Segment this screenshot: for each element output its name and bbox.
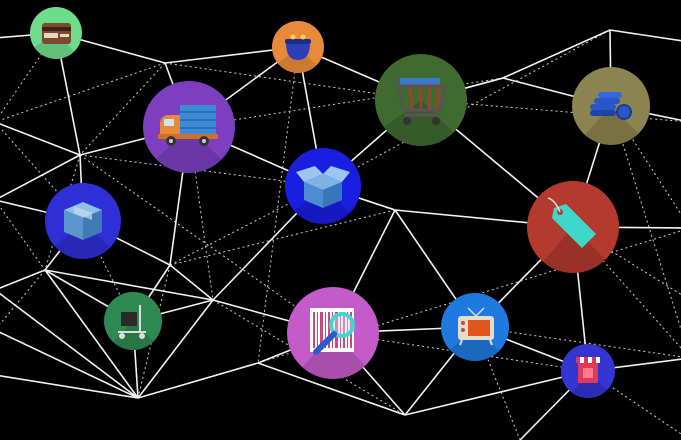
dotted-link: [82, 220, 134, 322]
open-box-icon: [290, 166, 361, 224]
dotted-link: [0, 206, 46, 271]
wallet-icon: [30, 23, 82, 59]
solid-link: [0, 154, 81, 199]
solid-link: [44, 269, 139, 399]
coins-node: [572, 67, 650, 145]
dotted-link: [0, 62, 166, 121]
dotted-link: [610, 105, 681, 331]
solid-link: [0, 123, 81, 156]
solid-link: [404, 370, 589, 416]
package-box-icon: [50, 202, 121, 259]
solid-link: [44, 269, 214, 301]
solid-link: [0, 292, 139, 399]
dotted-link: [188, 126, 214, 301]
solid-link: [137, 299, 214, 399]
shopping-cart-node: [375, 54, 467, 146]
barcode-search-node: [287, 287, 379, 379]
dotted-link: [0, 126, 84, 222]
storefront-node: [561, 344, 615, 398]
solid-link: [257, 362, 406, 416]
wallet-node: [30, 7, 82, 59]
dotted-link: [572, 226, 681, 349]
open-box-node: [285, 148, 361, 224]
solid-link: [0, 269, 46, 289]
price-tag-node: [527, 181, 619, 273]
solid-link: [0, 374, 139, 399]
solid-link: [137, 362, 259, 399]
hand-trolley-icon: [110, 305, 162, 350]
coin-purse-node: [272, 21, 324, 73]
dotted-link: [79, 154, 334, 334]
television-icon: [450, 307, 509, 361]
dotted-link: [79, 62, 166, 156]
solid-link: [0, 331, 139, 399]
dotted-link: [0, 269, 46, 325]
television-node: [441, 293, 509, 361]
coins-icon: [580, 92, 650, 145]
solid-link: [169, 264, 214, 301]
delivery-truck-node: [143, 81, 235, 173]
dotted-link: [257, 46, 299, 364]
dotted-link: [610, 105, 681, 216]
solid-link: [609, 29, 681, 42]
coin-purse-icon: [272, 34, 324, 73]
dotted-link: [169, 209, 396, 266]
storefront-icon: [570, 357, 615, 398]
dotted-link: [169, 185, 324, 266]
dotted-link: [474, 326, 681, 358]
solid-link: [502, 29, 611, 79]
price-tag-icon: [540, 197, 619, 273]
package-box-node: [45, 183, 121, 259]
dotted-link: [79, 154, 324, 187]
delivery-truck-icon: [150, 105, 235, 173]
dotted-link: [322, 29, 611, 187]
hand-trolley-node: [104, 292, 162, 350]
